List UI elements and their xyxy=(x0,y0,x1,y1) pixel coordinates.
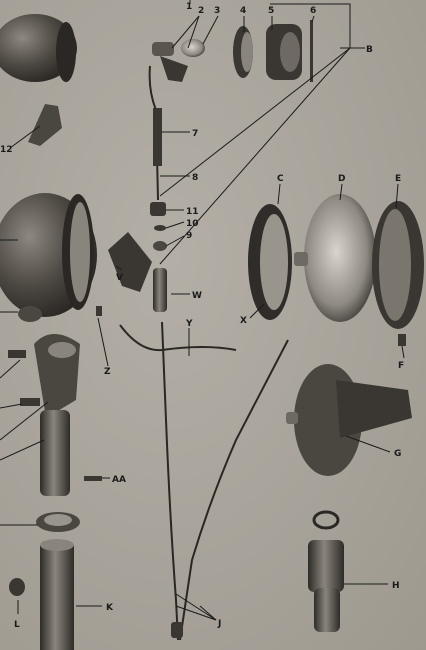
part-v-bracket xyxy=(108,232,152,292)
part-x-bezel xyxy=(248,204,292,320)
tail-lamp-tube xyxy=(40,410,70,496)
callout-11: 11 xyxy=(186,207,199,217)
callout-9: 9 xyxy=(186,231,192,241)
leader-lines xyxy=(0,0,405,621)
mounting-bolts xyxy=(8,350,40,406)
part-5-housing xyxy=(266,24,302,80)
callout-y: Y xyxy=(185,319,193,329)
tail-lamp-head xyxy=(34,334,80,418)
callout-2: 2 xyxy=(198,6,204,16)
part-aa-pin xyxy=(84,476,102,481)
callout-w: W xyxy=(192,291,202,301)
part-7-cable xyxy=(148,65,162,201)
callout-l: L xyxy=(14,620,20,630)
callout-k: K xyxy=(106,603,114,613)
part-4-ring xyxy=(233,26,253,78)
part-6-screw xyxy=(310,20,313,82)
grommet xyxy=(18,306,42,322)
callout-aa: AA xyxy=(112,475,126,485)
part-2-3-socket-bulb xyxy=(152,39,205,82)
callout-h: H xyxy=(392,581,400,591)
callout-j: J xyxy=(217,619,221,629)
parts-9-10-11 xyxy=(150,202,167,251)
callout-4: 4 xyxy=(240,6,246,16)
callout-g: G xyxy=(394,449,401,459)
callout-v: V xyxy=(116,273,123,283)
callout-5: 5 xyxy=(268,6,274,16)
part-g-housing xyxy=(286,364,412,476)
callout-c: C xyxy=(277,174,284,184)
callout-f: F xyxy=(398,361,404,371)
callout-8: 8 xyxy=(192,173,198,183)
callout-x: X xyxy=(240,316,247,326)
callout-labels: 1 2 3 4 5 6 B 12 7 8 11 10 9 C D E V W X… xyxy=(0,2,404,630)
callout-d: D xyxy=(338,174,345,184)
callout-7: 7 xyxy=(192,129,198,139)
callout-10: 10 xyxy=(186,219,199,229)
small-lamp-shell xyxy=(0,14,77,82)
part-l-nut xyxy=(9,578,25,596)
large-lamp-shell xyxy=(0,193,97,317)
part-z-screw xyxy=(96,306,102,316)
callout-6: 6 xyxy=(310,6,316,16)
part-12-bracket xyxy=(28,104,62,146)
part-h-canister xyxy=(308,510,344,632)
callout-e: E xyxy=(395,174,401,184)
part-d-sealed-beam xyxy=(294,194,376,322)
wiring-harness xyxy=(119,321,289,641)
part-e-rim xyxy=(372,201,424,329)
callout-b: B xyxy=(366,45,373,55)
callout-3: 3 xyxy=(214,6,220,16)
callout-12: 12 xyxy=(0,145,13,155)
callout-1: 1 xyxy=(186,2,192,12)
part-f-screw xyxy=(398,334,406,346)
callout-z: Z xyxy=(104,367,111,377)
part-w-sleeve xyxy=(153,268,167,312)
part-k-tube xyxy=(36,512,80,650)
